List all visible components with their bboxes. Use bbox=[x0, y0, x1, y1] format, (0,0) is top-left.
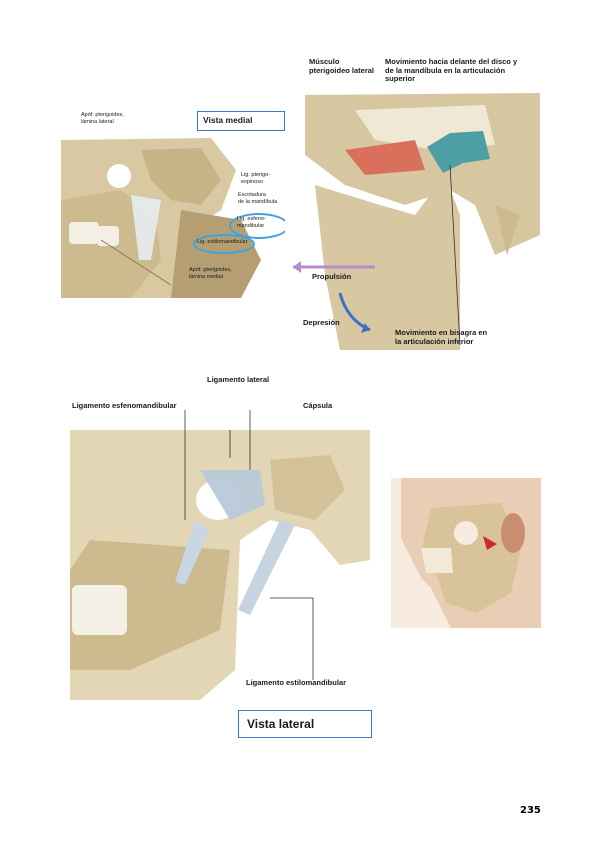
page-number: 235 bbox=[520, 805, 541, 816]
stylomandibular-highlight-ellipse bbox=[193, 234, 255, 254]
medial-view-title-box: Vista medial bbox=[197, 111, 285, 131]
head-profile-illustration bbox=[391, 478, 541, 628]
head-profile-figure bbox=[391, 478, 541, 628]
lateral-view-title-box: Vista lateral bbox=[238, 710, 372, 738]
label-stylomandibular-ligament-lateral: Ligamento estilomandibular bbox=[246, 678, 347, 687]
label-stylomandibular-ligament: Lig. estilomandibular bbox=[197, 239, 248, 245]
label-pterygoid-medial-plate: Apóf. pterigoides, lámina medial bbox=[189, 267, 232, 280]
lateral-view-figure: Ligamento lateral Ligamento esfenomandib… bbox=[70, 370, 372, 740]
label-propulsion: Propulsión bbox=[312, 272, 352, 281]
label-lateral-ligament: Ligamento lateral bbox=[207, 375, 270, 384]
label-depression: Depresión bbox=[303, 318, 340, 327]
label-forward-movement: Movimiento hacia delante del disco y de … bbox=[385, 57, 518, 83]
label-hinge-movement: Movimiento en bisagra en la articulación… bbox=[395, 328, 488, 346]
medial-view-illustration bbox=[61, 110, 293, 298]
label-sphenomandibular-ligament-lateral: Ligamento esfenomandibular bbox=[72, 401, 177, 410]
lateral-view-illustration bbox=[70, 370, 372, 740]
label-pterygoid-lateral-plate: Apóf. pterigoides, lámina lateral bbox=[81, 112, 124, 125]
label-pterygospinous-ligament: Lig. pterigo- espinoso bbox=[241, 172, 271, 185]
medial-view-title: Vista medial bbox=[203, 115, 253, 125]
lateral-view-title: Vista lateral bbox=[247, 717, 315, 731]
label-sphenomandibular-ligament: Lig. esfeno- mandibular bbox=[237, 216, 266, 229]
label-lateral-pterygoid-muscle: Músculo pterigoideo lateral bbox=[309, 57, 375, 75]
label-capsule: Cápsula bbox=[303, 401, 333, 410]
joint-movement-figure: Músculo pterigoideo lateral Movimiento h… bbox=[285, 55, 540, 350]
medial-view-figure: Vista medial Apóf. pterigoides, lámina l… bbox=[61, 110, 293, 298]
joint-movement-illustration bbox=[285, 55, 540, 350]
label-mandibular-notch: Escotadura de la mandíbula bbox=[238, 192, 278, 205]
